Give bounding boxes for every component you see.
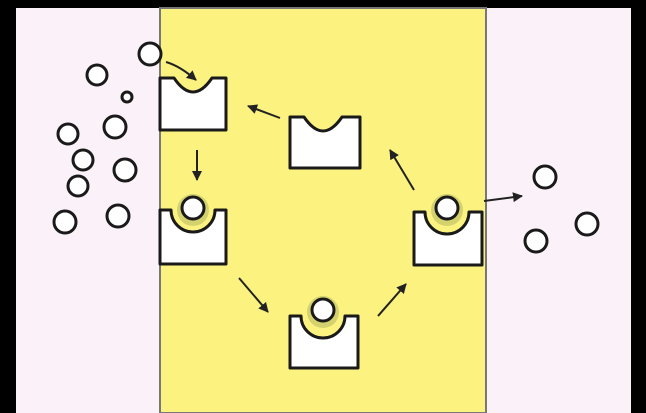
arrow-flip-up: [377, 283, 407, 317]
molecule: [71, 148, 95, 172]
molecule: [102, 114, 128, 140]
molecule: [574, 211, 600, 237]
bound-molecule: [310, 297, 336, 323]
carrier-open-inside: [288, 115, 362, 170]
molecule: [85, 63, 109, 87]
inside-region: [486, 8, 631, 413]
arrow-enter: [165, 61, 197, 81]
molecule: [66, 174, 90, 198]
carrier-loaded-inside: [412, 194, 484, 267]
arrow-release-return: [389, 149, 415, 191]
bound-molecule: [434, 195, 460, 221]
molecule-small: [120, 90, 134, 104]
carrier-open-outside: [158, 76, 228, 132]
arrow-flip-down: [238, 277, 269, 313]
arrow-exit: [483, 192, 523, 203]
molecule: [532, 164, 558, 190]
molecule: [137, 41, 163, 67]
cycle-arrows: [165, 61, 523, 317]
molecule: [112, 157, 138, 183]
outside-molecules: [52, 41, 163, 235]
bound-molecule: [180, 195, 206, 221]
arrow-reset: [247, 104, 281, 119]
molecule: [52, 209, 78, 235]
carrier-loaded-middle: [288, 296, 360, 370]
inside-molecules: [523, 164, 600, 254]
carrier-loaded-outside: [158, 194, 228, 266]
molecule: [105, 203, 131, 229]
molecule: [523, 228, 549, 254]
molecule: [56, 122, 80, 146]
